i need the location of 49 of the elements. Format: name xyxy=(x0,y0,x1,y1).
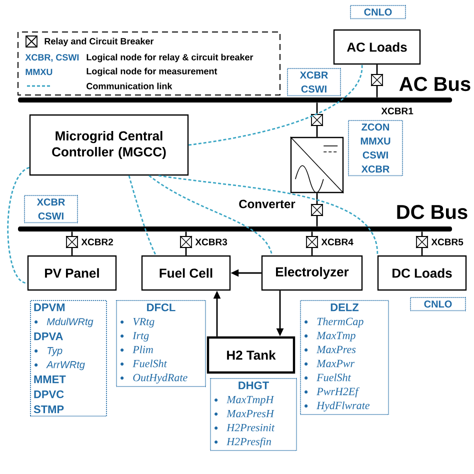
power-line xyxy=(185,232,187,236)
logical-node-box: DPVM MdulWRtg DPVA Typ ArrWRtg MMET DPVC STMP xyxy=(30,300,107,417)
converter-box: Converter xyxy=(239,136,344,208)
node-label: AC Bus xyxy=(399,76,470,92)
component-box: DC Loads xyxy=(377,255,467,291)
logical-node-box: DHGT MaxTmpH MaxPresH H2Presinit H2Presfin xyxy=(210,378,297,452)
component-box: Fuel Cell xyxy=(141,255,231,291)
communication-link xyxy=(158,174,378,256)
component-box: H2 Tank xyxy=(206,336,296,374)
component-box: Microgrid Central Controller (MGCC) xyxy=(29,114,189,176)
logical-node-label: XCBR, CSWI xyxy=(25,54,79,62)
power-line xyxy=(71,248,73,256)
power-line xyxy=(316,216,318,226)
power-line xyxy=(421,248,423,256)
node-label: Converter xyxy=(239,200,296,208)
communication-link xyxy=(148,175,273,256)
breaker-symbol xyxy=(310,204,324,216)
logical-node-box: CNLO xyxy=(350,5,406,20)
power-line xyxy=(376,64,378,74)
power-line xyxy=(71,232,73,236)
power-line xyxy=(316,193,318,204)
logical-node-box: XCBR CSWI xyxy=(287,68,341,96)
communication-link xyxy=(128,175,157,256)
power-line xyxy=(376,86,378,98)
power-line xyxy=(311,232,313,236)
logical-node-box: DELZ ThermCap MaxTmp MaxPres MaxPwr FuelSht PwrH2Ef HydFlwrate xyxy=(300,300,389,415)
legend-text: Logical node for relay & circuit breaker xyxy=(86,54,254,62)
power-line xyxy=(316,102,318,114)
logical-node-label: MMXU xyxy=(26,68,52,76)
legend-text: Communication link xyxy=(86,82,172,90)
breaker-symbol xyxy=(310,114,324,126)
power-line xyxy=(311,248,313,256)
power-line xyxy=(185,248,187,256)
component-box: Electrolyzer xyxy=(261,255,363,291)
component-box: AC Loads xyxy=(333,29,421,65)
logical-node-box: DFCL VRtg Irtg Plim FuelSht OutHydRate xyxy=(116,300,206,388)
logical-node-box: XCBR CSWI xyxy=(24,195,78,224)
node-label: DC Bus xyxy=(397,204,468,220)
breaker-label: XCBR1 xyxy=(381,108,414,114)
power-line xyxy=(421,232,423,236)
communication-link xyxy=(7,167,30,284)
logical-node-box: ZCON MMXU CSWI XCBR xyxy=(348,120,403,176)
communication-link xyxy=(188,64,363,146)
component-box: PV Panel xyxy=(27,255,117,291)
logical-node-box: CNLO xyxy=(410,297,466,312)
legend-text: Logical node for measurement xyxy=(86,68,218,76)
power-line xyxy=(316,126,318,137)
breaker-symbol xyxy=(370,74,384,86)
legend-text: Relay and Circuit Breaker xyxy=(44,38,154,46)
